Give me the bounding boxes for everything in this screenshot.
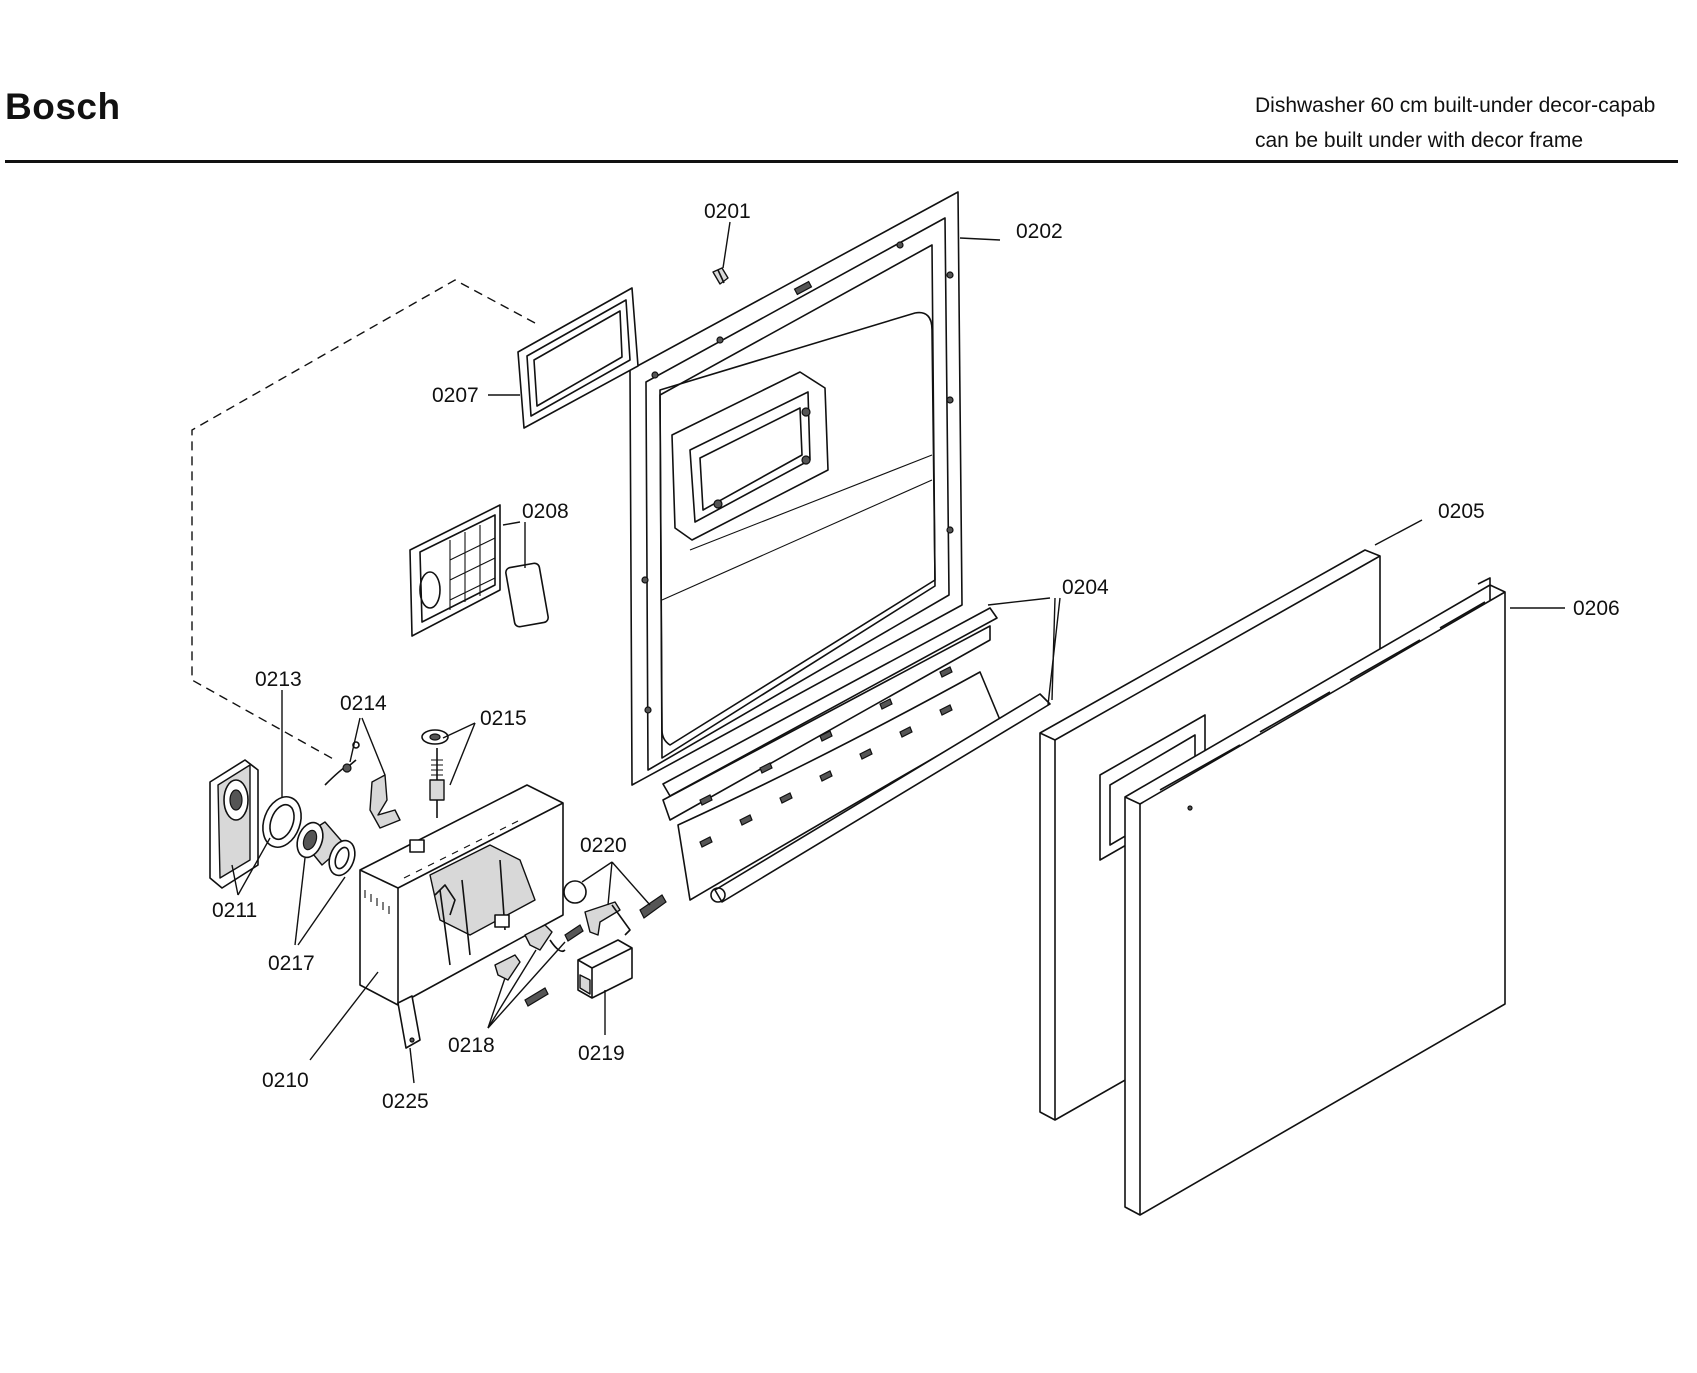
- leader-lines: [231, 221, 1565, 1084]
- part-bolt-0215: [421, 729, 449, 818]
- part-inner-door-0202: [629, 191, 963, 786]
- part-hinge-strips-0204: [662, 607, 1051, 903]
- callout-0218: 0218: [448, 1034, 495, 1057]
- part-bezel-0211: [209, 759, 259, 889]
- brand-title: Bosch: [5, 86, 121, 127]
- part-plate-0225: [397, 995, 421, 1049]
- part-connector-0219: [577, 939, 633, 999]
- header-divider: [5, 160, 1678, 163]
- part-screw-0201: [712, 267, 729, 285]
- part-knob-0217: [296, 821, 356, 877]
- callout-0205: 0205: [1438, 500, 1485, 523]
- callout-0211: 0211: [212, 899, 257, 922]
- part-switches-0218: [494, 924, 584, 1007]
- part-lever-0220: [563, 880, 667, 936]
- callout-0207: 0207: [432, 384, 479, 407]
- part-front-panel-0206: [1124, 577, 1506, 1216]
- description-line-2: can be built under with decor frame: [1255, 129, 1584, 152]
- callout-0208: 0208: [522, 500, 569, 523]
- description-line-1: Dishwasher 60 cm built-under decor-capab: [1255, 94, 1656, 117]
- callout-0220: 0220: [580, 834, 627, 857]
- callout-0210: 0210: [262, 1069, 309, 1092]
- callout-0214: 0214: [340, 692, 387, 715]
- callout-0213: 0213: [255, 668, 302, 691]
- part-housing-0210: [359, 784, 564, 1006]
- callout-0206: 0206: [1573, 597, 1620, 620]
- callout-0202: 0202: [1016, 220, 1063, 243]
- callout-0215: 0215: [480, 707, 527, 730]
- part-ring-0213: [262, 796, 302, 848]
- callout-0204: 0204: [1062, 576, 1109, 599]
- part-clip-0214: [324, 741, 401, 829]
- callout-0217: 0217: [268, 952, 315, 975]
- part-cover-0208: [409, 504, 549, 637]
- callout-0219: 0219: [578, 1042, 625, 1065]
- part-seal-0207: [517, 287, 639, 429]
- callout-0201: 0201: [704, 200, 751, 223]
- model-description: Dishwasher 60 cm built-under decor-capab…: [1255, 88, 1655, 158]
- assembly-boundary-dashed: [191, 279, 536, 761]
- callout-0225: 0225: [382, 1090, 429, 1113]
